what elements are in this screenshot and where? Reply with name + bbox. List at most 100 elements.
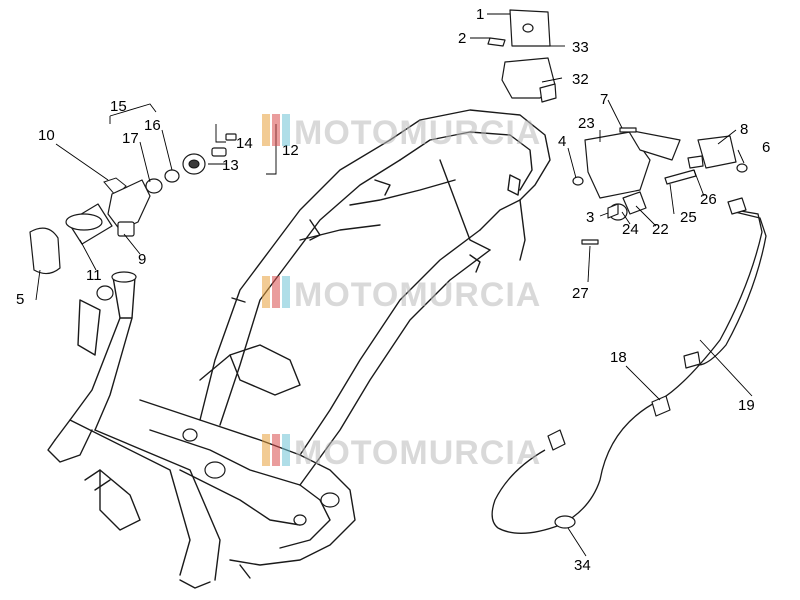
- callout-9: 9: [138, 251, 146, 268]
- front-lower-bracket: [47, 429, 93, 463]
- watermark-text: MOTOMURCIA: [294, 434, 541, 472]
- callout-19: 19: [738, 397, 755, 414]
- cable-top-connector: [727, 197, 747, 215]
- tank-bracket: [229, 344, 301, 396]
- part-5-cover: [29, 227, 61, 275]
- watermark-stripe-orange: [262, 434, 270, 466]
- callout-26: 26: [700, 191, 717, 208]
- floor-rail-left: [69, 419, 191, 576]
- callout-1: 1: [476, 6, 484, 23]
- part-17-knob: [145, 178, 163, 194]
- rear-clip: [507, 174, 521, 196]
- part-16-washer: [164, 169, 180, 183]
- callout-15: 15: [110, 98, 127, 115]
- lower-cross: [179, 469, 301, 526]
- part-11-guard-rim: [65, 213, 103, 231]
- bearing-ring: [96, 285, 114, 301]
- rear-foot-right: [239, 564, 251, 579]
- steering-head-tube: [112, 276, 136, 319]
- callout-10: 10: [38, 127, 55, 144]
- scooter-frame: [47, 109, 551, 589]
- top-loop-inner: [399, 131, 533, 191]
- callout-17: 17: [122, 130, 139, 147]
- part-3-bolt: [607, 203, 619, 219]
- rear-lower-loop: [229, 454, 356, 566]
- watermark-logo-top: MOTOMURCIA: [262, 114, 541, 152]
- seat-support: [439, 159, 491, 251]
- part-34-clamp: [554, 515, 576, 529]
- cables-group: [491, 197, 767, 534]
- part-6-nut: [736, 163, 748, 173]
- part-2-screw: [487, 37, 506, 47]
- callout-4: 4: [558, 133, 566, 150]
- part-10-clip: [103, 177, 127, 197]
- part-32-clip: [539, 83, 557, 103]
- watermark-text: MOTOMURCIA: [294, 276, 541, 314]
- watermark-stripe-orange: [262, 276, 270, 308]
- watermark-logo-middle: MOTOMURCIA: [262, 276, 541, 314]
- part-4-nut: [572, 176, 584, 186]
- part-8-actuator: [697, 135, 737, 169]
- top-loop-outer: [389, 109, 551, 201]
- part-14-spring: [211, 147, 227, 157]
- floor-rail-left-inner: [94, 429, 221, 581]
- rear-rail-left-lower: [199, 139, 391, 421]
- tab-1: [309, 219, 321, 241]
- callout-8: 8: [740, 121, 748, 138]
- front-downtube-left: [54, 317, 121, 441]
- rear-lower-inner: [279, 484, 331, 549]
- rear-foot-left: [179, 579, 211, 589]
- callout-32: 32: [572, 71, 589, 88]
- callout-34: 34: [574, 557, 591, 574]
- seat-lock-group: [487, 9, 748, 245]
- rear-drop-right: [519, 199, 526, 261]
- center-cross-2: [149, 429, 301, 486]
- callout-11: 11: [86, 267, 102, 284]
- watermark-stripe-red: [272, 434, 280, 466]
- engine-mount-boss: [204, 461, 226, 479]
- rear-joint: [479, 199, 521, 231]
- cable-joint-2: [651, 395, 671, 417]
- part-12-pin: [225, 133, 237, 141]
- left-parts-group: [29, 133, 237, 275]
- callout-27: 27: [572, 285, 589, 302]
- tab-2: [374, 179, 391, 196]
- swingarm-pivot: [320, 492, 340, 508]
- frame-boss-1: [182, 428, 198, 442]
- callout-12: 12: [282, 142, 299, 159]
- part-1-hole: [522, 23, 534, 33]
- callout-16: 16: [144, 117, 161, 134]
- watermark-stripe-orange: [262, 114, 270, 146]
- part-13-core: [188, 159, 200, 169]
- rear-rail-right-upper: [299, 249, 491, 486]
- callout-22: 22: [652, 221, 669, 238]
- frame-boss-2: [293, 514, 307, 526]
- watermark-stripe-cyan: [282, 434, 290, 466]
- tab-4: [231, 297, 246, 303]
- watermark-stripe-red: [272, 276, 280, 308]
- tab-3: [469, 254, 481, 273]
- callout-24: 24: [622, 221, 639, 238]
- front-bracket: [77, 299, 101, 356]
- callout-2: 2: [458, 30, 466, 47]
- part-9-foot: [117, 221, 135, 237]
- brace-1: [199, 354, 231, 381]
- callout-7: 7: [600, 91, 608, 108]
- callout-3: 3: [586, 209, 594, 226]
- watermark-text: MOTOMURCIA: [294, 114, 541, 152]
- callout-23: 23: [578, 115, 595, 132]
- watermark-stripe-cyan: [282, 114, 290, 146]
- cross-bar-upper: [349, 179, 456, 206]
- part-23-arm: [627, 129, 681, 161]
- watermark-logo-bottom: MOTOMURCIA: [262, 434, 541, 472]
- callout-25: 25: [680, 209, 697, 226]
- part-25-rod: [664, 169, 697, 185]
- cable-end-connector: [547, 429, 566, 451]
- part-9-bracket: [107, 179, 151, 231]
- part-26-connector: [687, 155, 704, 169]
- head-tube-top: [111, 271, 137, 283]
- callout-33: 33: [572, 39, 589, 56]
- callout-6: 6: [762, 139, 770, 156]
- floor-mount-slots: [84, 469, 111, 491]
